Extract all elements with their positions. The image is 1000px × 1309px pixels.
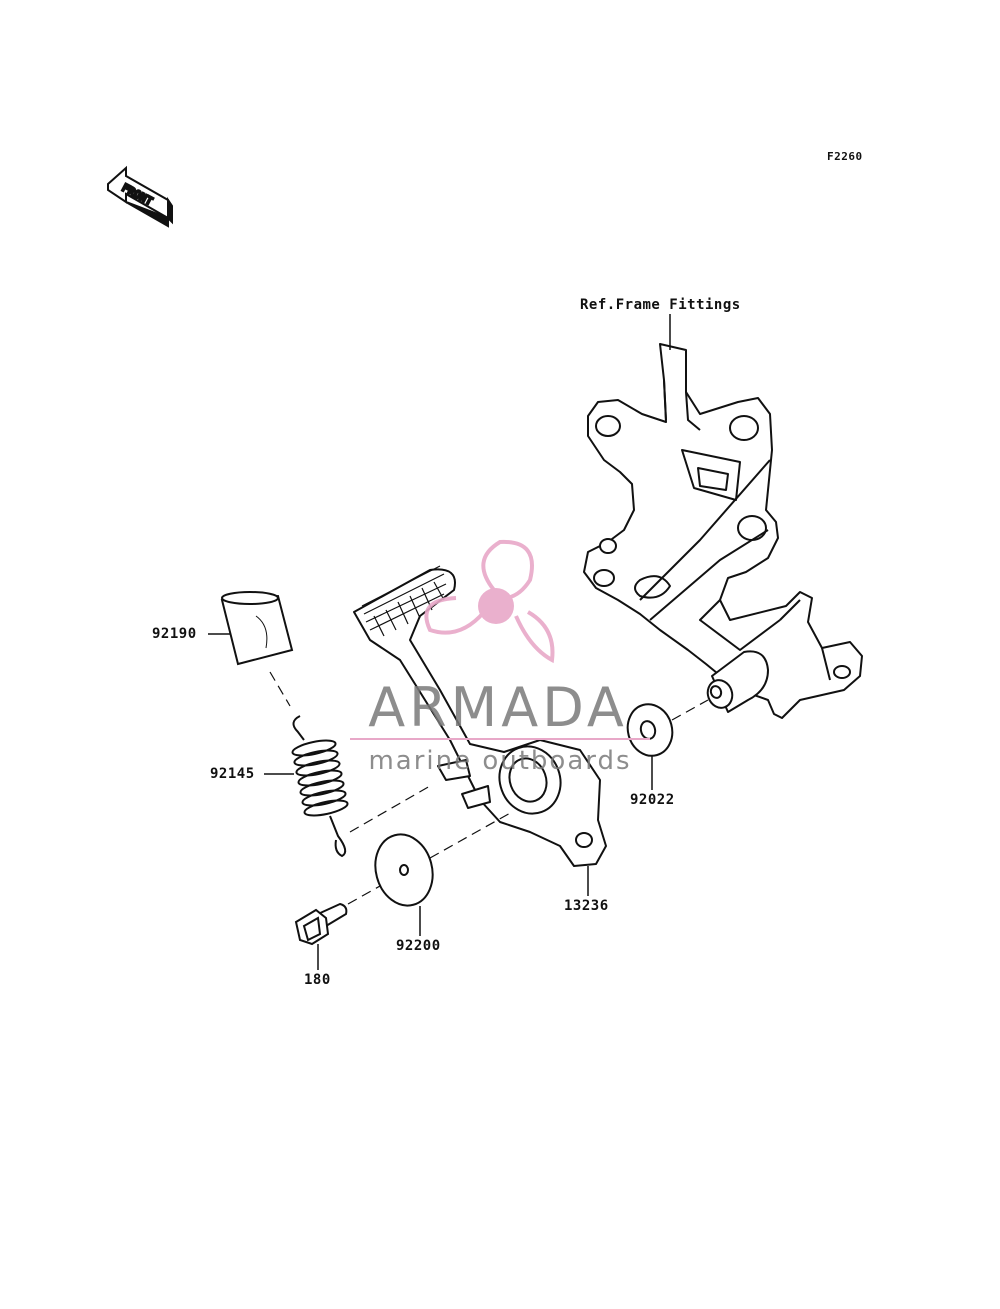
part-label-92022[interactable]: 92022 [630, 792, 675, 808]
watermark-logo-icon [424, 539, 555, 664]
part-label-92190[interactable]: 92190 [152, 626, 197, 642]
frame-fitting-bracket [583, 343, 863, 719]
watermark-title: ARMADA [368, 676, 628, 739]
part-label-180[interactable]: 180 [304, 972, 331, 988]
front-arrow-icon: FRONT [107, 165, 173, 228]
ref-frame-label: Ref.Frame Fittings [580, 297, 741, 313]
part-label-92145[interactable]: 92145 [210, 766, 255, 782]
spring-92145 [291, 715, 349, 858]
washer-92200 [374, 833, 434, 907]
part-label-13236[interactable]: 13236 [564, 898, 609, 914]
watermark-subtitle: marine outboards [368, 746, 632, 776]
washer-92022 [626, 703, 674, 757]
cap-92190 [220, 591, 294, 666]
part-label-92200[interactable]: 92200 [396, 938, 441, 954]
bolt-180 [294, 902, 348, 946]
watermark-divider [350, 738, 650, 740]
diagram-code: F2260 [827, 150, 863, 163]
brake-pedal-13236 [353, 565, 607, 867]
